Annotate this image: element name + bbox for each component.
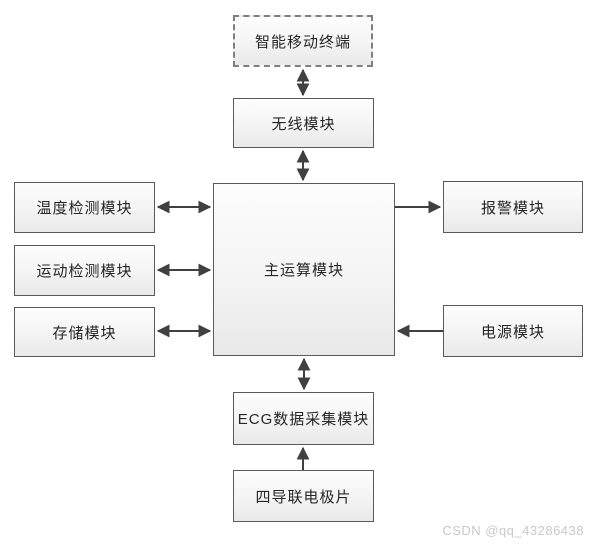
node-temperature-detection-module: 温度检测模块 — [14, 182, 155, 233]
node-alarm-module: 报警模块 — [443, 181, 583, 233]
node-smart-terminal: 智能移动终端 — [233, 15, 373, 67]
node-smart-terminal-label: 智能移动终端 — [254, 33, 351, 51]
node-power-module-label: 电源模块 — [480, 323, 545, 341]
node-storage-module: 存储模块 — [14, 307, 155, 357]
node-motion-detection-module: 运动检测模块 — [14, 245, 155, 296]
node-power-module: 电源模块 — [443, 305, 583, 357]
node-four-lead-electrodes: 四导联电极片 — [233, 470, 374, 522]
node-storage-module-label: 存储模块 — [52, 324, 117, 342]
node-wireless-module: 无线模块 — [233, 98, 374, 148]
node-temperature-detection-module-label: 温度检测模块 — [36, 200, 133, 217]
watermark: CSDN @qq_43286438 — [442, 523, 584, 538]
node-four-lead-electrodes-label: 四导联电极片 — [255, 488, 352, 506]
node-ecg-acquisition-module: ECG数据采集模块 — [233, 392, 374, 445]
node-wireless-module-label: 无线模块 — [271, 115, 336, 133]
node-main-computing-module-label: 主运算模块 — [263, 262, 344, 279]
node-ecg-acquisition-module-label: ECG数据采集模块 — [237, 411, 370, 428]
node-alarm-module-label: 报警模块 — [480, 199, 545, 217]
node-motion-detection-module-label: 运动检测模块 — [36, 263, 133, 280]
node-main-computing-module: 主运算模块 — [213, 183, 395, 356]
